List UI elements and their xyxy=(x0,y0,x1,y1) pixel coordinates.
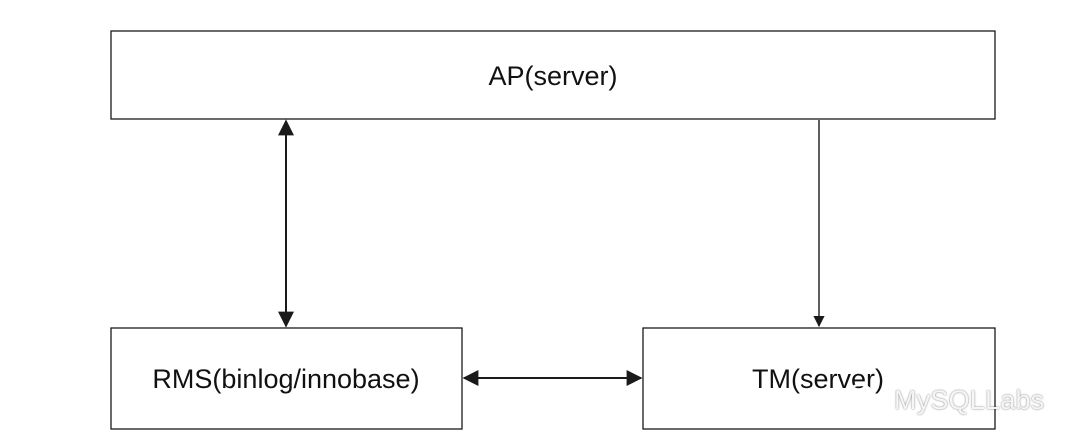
ap-box: AP(server) xyxy=(110,30,996,120)
ap-box-label: AP(server) xyxy=(488,61,617,91)
ap-box-frame xyxy=(110,30,996,120)
rms-box-frame xyxy=(110,327,463,430)
rms-box: RMS(binlog/innobase) xyxy=(110,327,463,430)
rms-box-label: RMS(binlog/innobase) xyxy=(152,364,419,394)
tm-box-frame xyxy=(642,327,996,430)
tm-box: TM(server) xyxy=(642,327,996,430)
tm-box-label: TM(server) xyxy=(752,364,884,394)
